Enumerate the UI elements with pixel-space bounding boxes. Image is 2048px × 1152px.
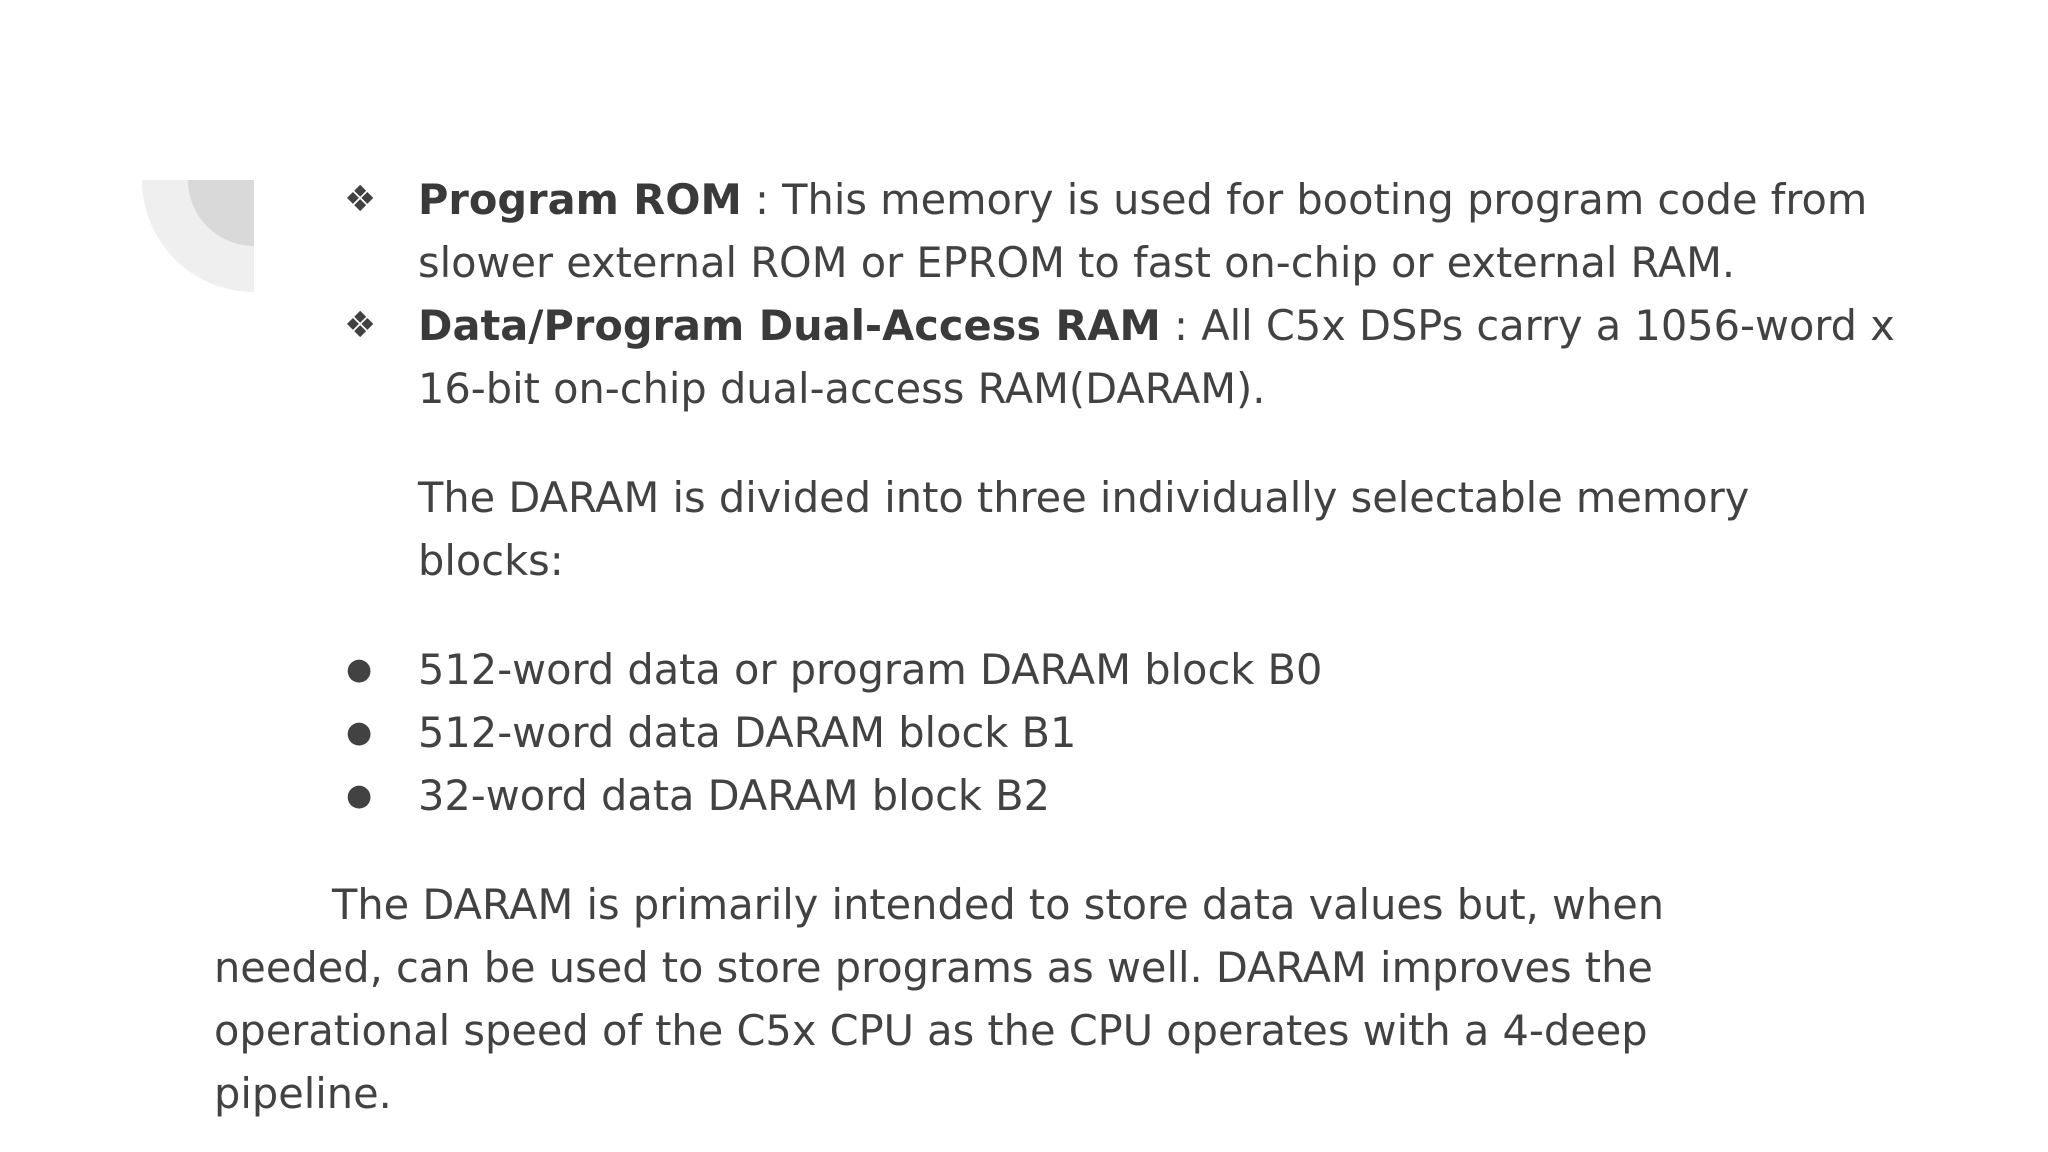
desc-program-rom: : This memory is used for booting progra… [418, 175, 1868, 287]
diamond-bullet-icon: ❖ [344, 305, 377, 346]
dot-bullet-icon: ● [346, 778, 373, 813]
slide-body: ❖ Program ROM : This memory is used for … [214, 168, 1896, 1125]
block-b2-text: 32-word data DARAM block B2 [418, 771, 1050, 820]
list-item: ● 512-word data or program DARAM block B… [316, 638, 1896, 701]
closing-paragraph: The DARAM is primarily intended to store… [214, 880, 1665, 1118]
bullet-program-rom: ❖ Program ROM : This memory is used for … [316, 168, 1896, 294]
corner-decoration [142, 180, 254, 292]
desc-dual-access-ram: : All C5x DSPs carry a 1056-word x 16-bi… [418, 301, 1895, 413]
term-program-rom: Program ROM [418, 175, 742, 224]
dot-bullet-icon: ● [346, 652, 373, 687]
daram-intro-paragraph: The DARAM is divided into three individu… [418, 473, 1750, 585]
list-item: ● 512-word data DARAM block B1 [316, 701, 1896, 764]
block-b1-text: 512-word data DARAM block B1 [418, 708, 1077, 757]
diamond-bullet-icon: ❖ [344, 179, 377, 220]
bullet-dual-access-ram: ❖ Data/Program Dual-Access RAM : All C5x… [316, 294, 1896, 420]
list-item: ● 32-word data DARAM block B2 [316, 764, 1896, 827]
dot-bullet-icon: ● [346, 715, 373, 750]
term-dual-access-ram: Data/Program Dual-Access RAM [418, 301, 1161, 350]
block-b0-text: 512-word data or program DARAM block B0 [418, 645, 1323, 694]
daram-block-list: ● 512-word data or program DARAM block B… [316, 638, 1896, 827]
